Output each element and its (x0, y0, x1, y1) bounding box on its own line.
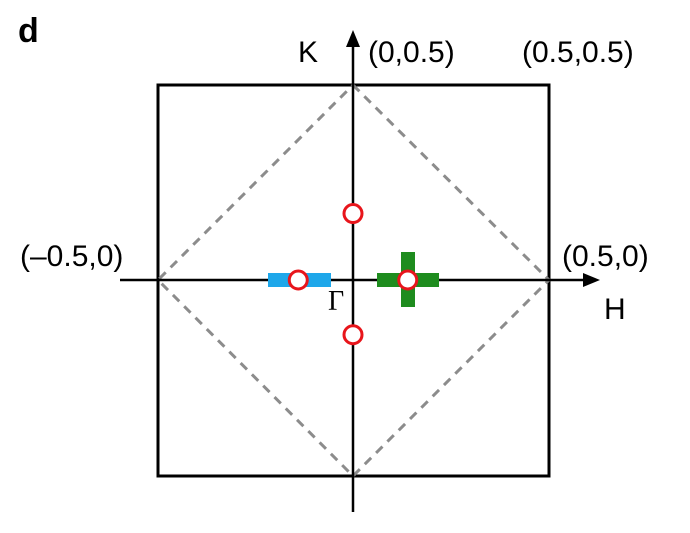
label-top-center: (0,0.5) (368, 36, 455, 69)
k-axis-arrow (346, 30, 360, 47)
label-right: (0.5,0) (562, 240, 649, 273)
marker-left (287, 269, 309, 291)
panel-label: d (18, 12, 39, 50)
marker-upper (342, 203, 364, 225)
label-top-right: (0.5,0.5) (522, 36, 634, 69)
k-axis-label: K (298, 36, 318, 69)
dashed-diamond (155, 82, 552, 479)
marker-group (287, 203, 419, 346)
marker-right (397, 269, 419, 291)
h-axis-label: H (604, 293, 626, 326)
h-axis-arrow (583, 273, 600, 287)
origin-gamma-label: Γ (328, 286, 344, 317)
label-left: (–0.5,0) (20, 240, 123, 273)
marker-lower (342, 324, 364, 346)
